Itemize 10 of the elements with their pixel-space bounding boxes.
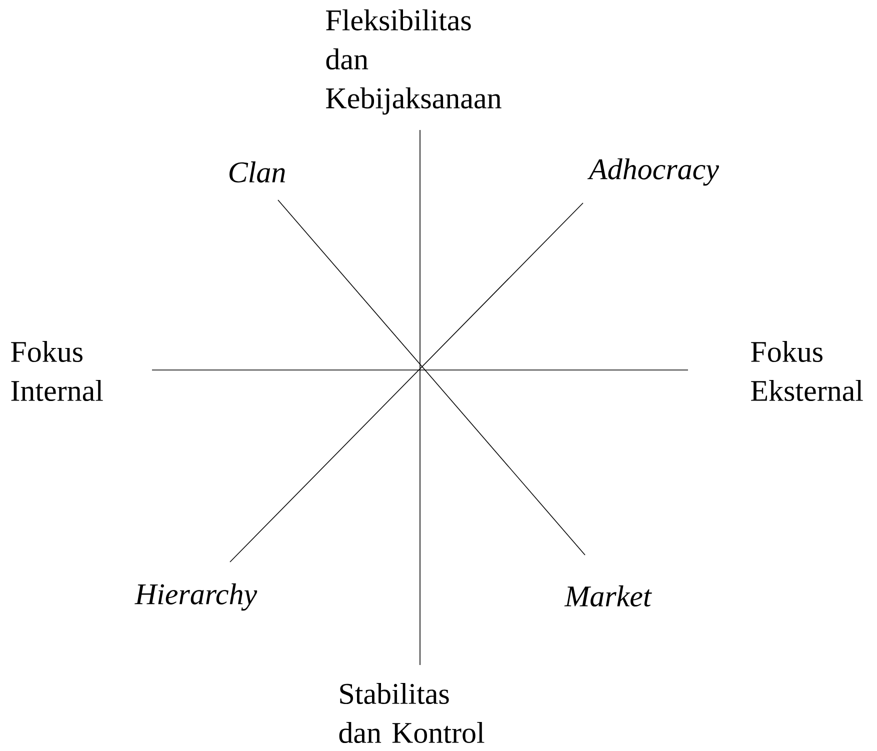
axis-label: Fokus Internal	[11, 340, 103, 402]
quadrant-label: Adhocracy	[587, 158, 719, 186]
quadrant-label: Market	[564, 585, 652, 607]
axis-label: Fokus Eksternal	[751, 340, 863, 402]
quadrant-label: Hierarchy	[134, 583, 258, 611]
axis-line	[230, 202, 584, 562]
quadrant-label: Clan	[230, 161, 285, 183]
axis-label: Fleksibilitas dan Kebijaksanaan	[326, 9, 502, 115]
axis-label: Stabilitas dan Kontrol	[339, 682, 484, 744]
axis-line	[278, 200, 586, 556]
